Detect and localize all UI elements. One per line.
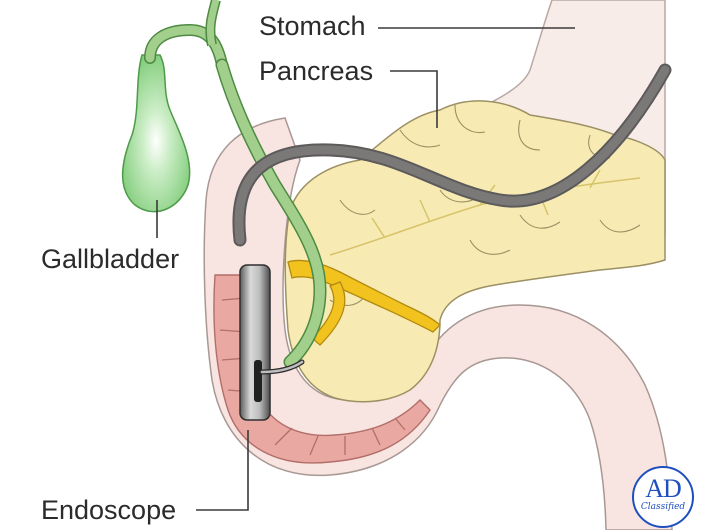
watermark-caption: Classified [640, 502, 686, 512]
label-stomach: Stomach [259, 11, 366, 41]
gallbladder-shape [121, 54, 191, 213]
watermark-letters: AD [645, 474, 682, 503]
endoscope-tube-highlight [234, 65, 670, 245]
endoscope-tip-window [254, 360, 262, 402]
label-pancreas: Pancreas [259, 56, 373, 86]
pancreas-leader [390, 70, 438, 128]
watermark-badge: AD Classified [632, 466, 694, 528]
hepatic-duct-fill [206, 0, 220, 46]
endoscope-tip [239, 264, 271, 421]
label-gallbladder: Gallbladder [41, 244, 179, 274]
accessory-duct [311, 281, 346, 346]
cystic-duct-fill [145, 25, 227, 70]
cannula-fill [260, 360, 304, 374]
endoscope-leader [196, 430, 249, 511]
pancreas-lobules [329, 104, 641, 306]
label-endoscope: Endoscope [41, 495, 176, 525]
common-bile-duct-fill [217, 60, 326, 367]
